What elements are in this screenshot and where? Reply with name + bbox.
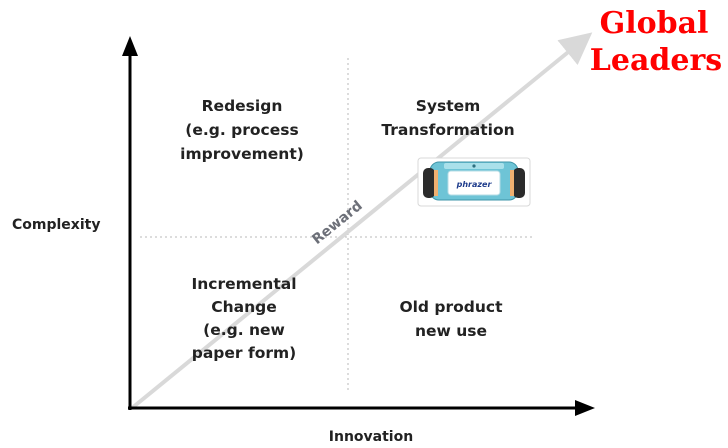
title-line-1: Global [600,6,709,41]
quadrant-text-line: new use [415,322,487,340]
device-brand: phrazer [456,180,493,189]
quadrant-text-line: Redesign [202,97,283,115]
y-axis-arrowhead [122,36,138,56]
phrazer-device-icon: phrazer [417,157,531,207]
quadrant-redesign: Redesign (e.g. process improvement) [180,97,304,163]
quadrant-incremental-change: Incremental Change (e.g. new paper form) [191,275,296,362]
quadrant-text-line: improvement) [180,145,304,163]
x-axis-label: Innovation [329,429,413,445]
quadrant-text-line: (e.g. process [185,121,298,139]
y-axis-label: Complexity [12,217,100,233]
y-axis [122,36,138,410]
quadrant-text-line: paper form) [192,344,296,362]
quadrant-text-line: Change [211,298,277,316]
quadrant-system-transformation: System Transformation [381,97,514,139]
quadrant-text-line: Incremental [191,275,296,293]
quadrant-text-line: (e.g. new [203,321,285,339]
quadrant-text-line: Old product [399,298,503,316]
x-axis [128,400,595,416]
quadrant-text-line: System [416,97,481,115]
x-axis-arrowhead [575,400,595,416]
reward-arrow [130,32,593,410]
title-line-2: Leaders [590,43,722,78]
quadrant-old-product-new-use: Old product new use [399,298,503,340]
quadrant-text-line: Transformation [381,121,514,139]
